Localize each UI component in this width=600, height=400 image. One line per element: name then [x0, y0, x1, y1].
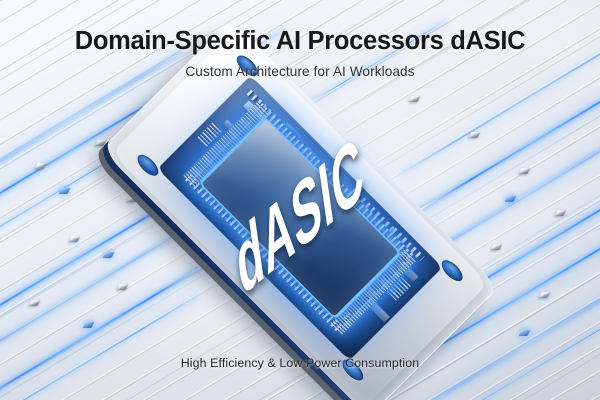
hero-banner: dASIC Domain-Specific AI Processors dASI… — [0, 0, 600, 400]
